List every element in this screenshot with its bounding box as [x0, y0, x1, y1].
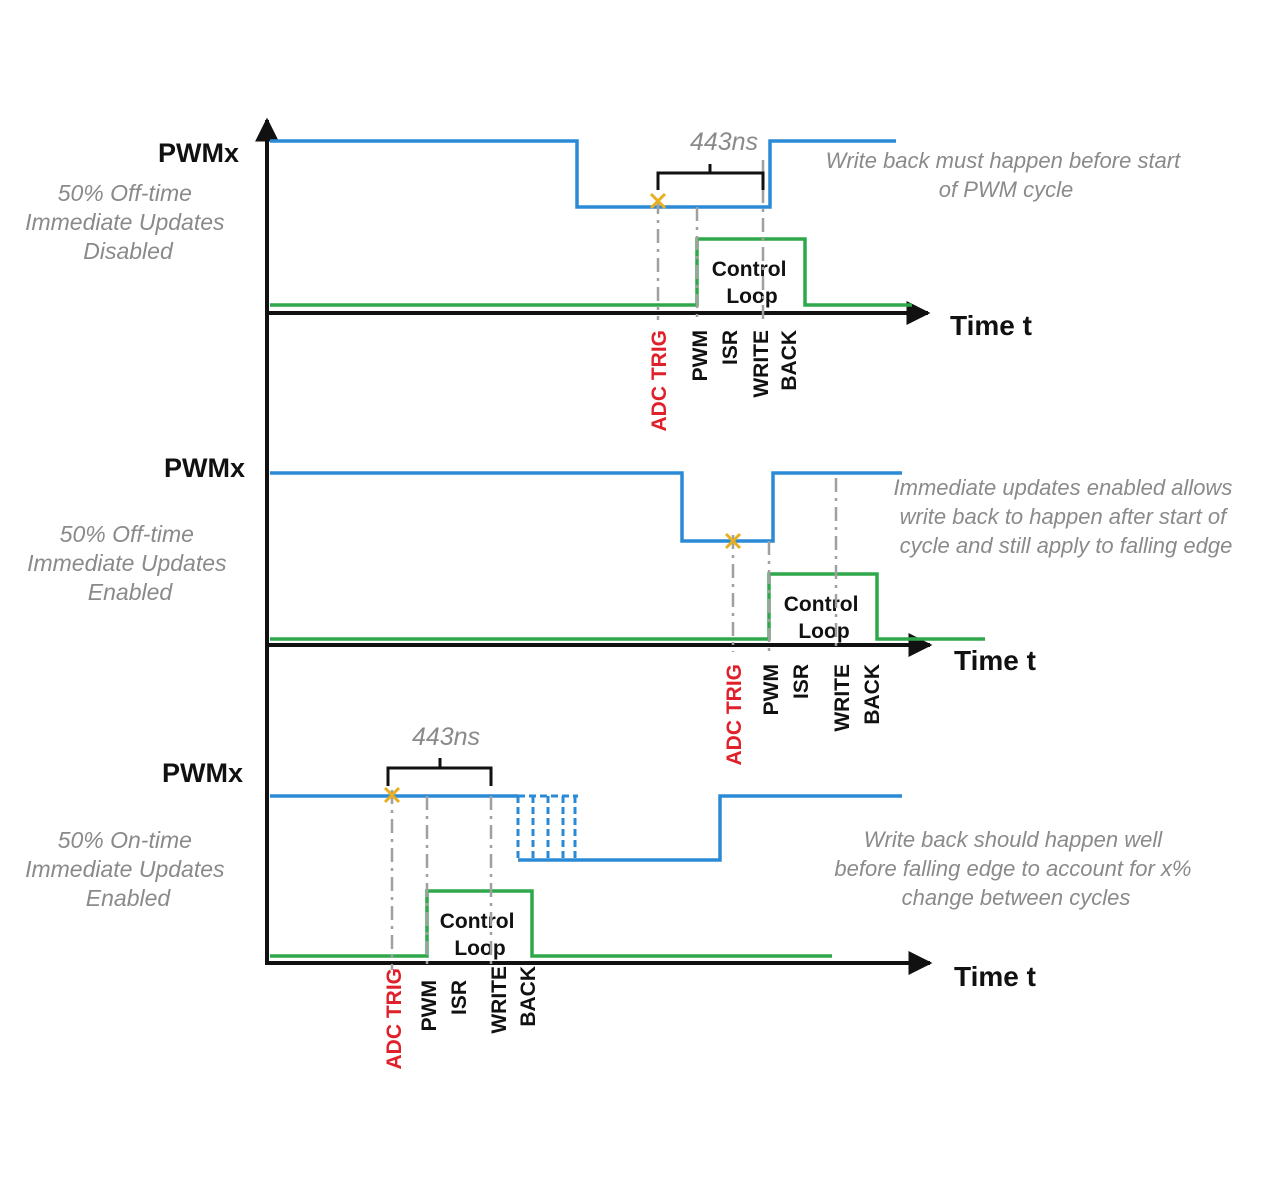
duration-brace-3 — [386, 758, 493, 786]
pwm-variable-edge-3 — [516, 794, 578, 860]
event-adc-trig-2: ADC TRIG — [723, 664, 746, 766]
control-loop-label-1: Control Loop — [712, 258, 793, 308]
event-back-1: BACK — [778, 330, 801, 391]
event-isr-3: ISR — [448, 980, 471, 1015]
control-loop-label-3: Control Loop — [440, 910, 521, 960]
event-adc-trig-3: ADC TRIG — [383, 968, 406, 1070]
event-back-3: BACK — [517, 966, 540, 1027]
description-1: 50% Off-time Immediate Updates Disabled — [25, 180, 231, 264]
signal-label-3: PWMx — [162, 758, 243, 788]
control-waveform-3 — [270, 889, 832, 958]
event-write-2: WRITE — [831, 664, 854, 732]
description-2: 50% Off-time Immediate Updates Enabled — [27, 521, 233, 605]
description-3: 50% On-time Immediate Updates Enabled — [25, 827, 231, 911]
event-isr-1: ISR — [719, 330, 742, 365]
event-write-1: WRITE — [750, 330, 773, 398]
control-loop-label-2: Control Loop — [784, 593, 865, 643]
signal-label-1: PWMx — [158, 138, 239, 168]
event-adc-trig-1: ADC TRIG — [648, 330, 671, 432]
adc-trigger-mark-2 — [724, 532, 742, 550]
pwm-waveform-1 — [270, 139, 896, 209]
time-axis-label-2: Time t — [954, 645, 1036, 676]
event-pwm-1: PWM — [689, 330, 712, 381]
event-isr-2: ISR — [790, 664, 813, 699]
panel-2: Time t PWMx 50% Off-time Immediate Updat… — [27, 453, 1239, 766]
pwm-waveform-3 — [270, 794, 902, 862]
adc-trigger-mark-1 — [649, 192, 667, 210]
time-axis-label-1: Time t — [950, 310, 1032, 341]
control-waveform-2 — [270, 572, 985, 641]
control-waveform-1 — [270, 237, 912, 307]
pwm-waveform-2 — [270, 471, 902, 543]
note-2: Immediate updates enabled allows write b… — [894, 475, 1239, 558]
note-1: Write back must happen before start of P… — [826, 148, 1187, 202]
duration-label-1: 443ns — [690, 128, 758, 156]
duration-label-3: 443ns — [412, 723, 480, 751]
note-3: Write back should happen well before fal… — [834, 827, 1197, 910]
event-pwm-3: PWM — [418, 980, 441, 1031]
signal-label-2: PWMx — [164, 453, 245, 483]
event-back-2: BACK — [861, 664, 884, 725]
event-pwm-2: PWM — [760, 664, 783, 715]
time-axis-label-3: Time t — [954, 961, 1036, 992]
panel-3: Time t PWMx 50% On-time Immediate Update… — [25, 723, 1197, 1070]
panel-1: Time t PWMx 50% Off-time Immediate Updat… — [25, 128, 1187, 432]
duration-brace-1 — [656, 164, 765, 190]
adc-trigger-mark-3 — [383, 786, 401, 804]
event-write-3: WRITE — [488, 966, 511, 1034]
